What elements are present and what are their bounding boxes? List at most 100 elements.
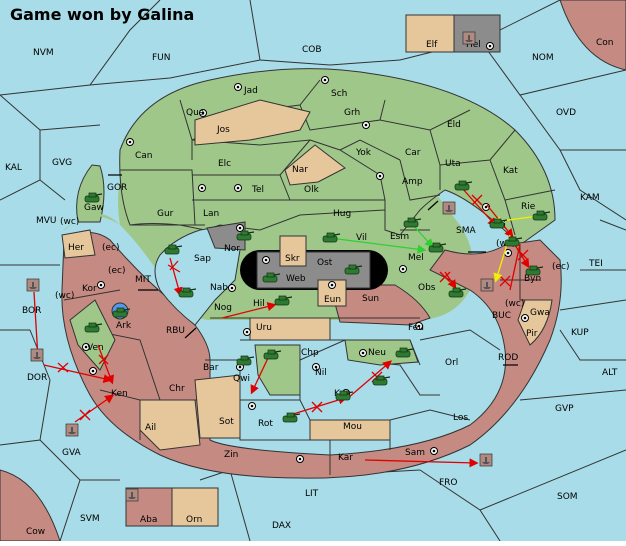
region-label: Hil <box>253 299 265 309</box>
region-label: Gaw <box>84 203 104 213</box>
region-label: GVP <box>555 404 574 414</box>
region-labels: NVM FUN COB NOM Con Elf Hel KAL GVG OVD … <box>5 38 618 537</box>
region-label: (wc) <box>55 291 74 301</box>
region-label: Rie <box>521 202 536 212</box>
region-label: Gwa <box>530 308 550 318</box>
region-label: Kar <box>338 453 353 463</box>
region-label: SMA <box>456 226 476 236</box>
region-label: Sam <box>405 448 425 458</box>
region-label: Yok <box>355 148 372 158</box>
region-label: Sap <box>194 254 211 264</box>
region-label: Car <box>405 148 421 158</box>
region-label: Chr <box>169 384 185 394</box>
region-label: Olk <box>304 185 320 195</box>
region-label: Ven <box>87 343 104 353</box>
region-label: Con <box>596 38 614 48</box>
passage-arrows <box>108 174 518 366</box>
region-label: Hug <box>333 209 351 219</box>
region-label: Ken <box>111 389 128 399</box>
region-label: Zin <box>224 450 238 460</box>
region-label: Vil <box>356 233 367 243</box>
region-label: DAX <box>272 521 291 531</box>
region-label: (ec) <box>108 266 126 276</box>
region-label: RBU <box>166 326 185 336</box>
region-label: (wc) <box>60 217 79 227</box>
region-label: Eld <box>447 120 461 130</box>
region-label: Sch <box>331 89 347 99</box>
region-label: Aba <box>140 515 157 525</box>
region-label: (ec) <box>552 262 570 272</box>
region-label: OVD <box>556 108 576 118</box>
region-label: Nab <box>210 283 228 293</box>
region-label: DOR <box>27 373 47 383</box>
region-label: Obs <box>418 283 436 293</box>
region-label: Hel <box>466 40 481 50</box>
region-label: Qua <box>186 108 204 118</box>
region-label: Orn <box>186 515 202 525</box>
region-label: BOR <box>22 306 41 316</box>
region-label: Jos <box>216 125 230 135</box>
region-label: KAM <box>580 193 600 203</box>
region-label: Can <box>135 151 153 161</box>
region-elf[interactable] <box>405 14 455 53</box>
region-label: Qwi <box>233 374 250 384</box>
region-label: Los <box>453 413 468 423</box>
region-label: Pir <box>526 329 538 339</box>
region-label: MVU <box>36 216 57 226</box>
game-title: Game won by Galina <box>10 5 194 24</box>
region-label: Web <box>286 274 306 284</box>
region-label: Tel <box>251 185 264 195</box>
region-label: Chp <box>301 348 319 358</box>
region-label: GVG <box>52 158 72 168</box>
region-label: COB <box>302 45 322 55</box>
region-label: Bar <box>203 363 219 373</box>
region-label: FUN <box>152 53 171 63</box>
region-label: ROD <box>498 353 518 363</box>
region-label: (ec) <box>102 243 120 253</box>
region-label: Mel <box>408 253 424 263</box>
region-label: Orl <box>445 358 458 368</box>
region-label: Nil <box>315 368 327 378</box>
region-label: Elf <box>426 40 438 50</box>
region-label: Nog <box>214 303 232 313</box>
region-label: TEI <box>588 259 603 269</box>
region-label: Amp <box>402 177 423 187</box>
region-label: ALT <box>602 368 618 378</box>
move-arrows <box>33 187 539 468</box>
region-label: Cow <box>26 527 45 537</box>
region-label: LIT <box>305 489 319 499</box>
region-label: Uta <box>445 159 461 169</box>
region-label: SOM <box>557 492 578 502</box>
region-label: Ost <box>317 258 333 268</box>
region-label: Ail <box>145 423 156 433</box>
region-label: Uru <box>256 323 272 333</box>
region-label: Skr <box>285 254 300 264</box>
region-label: Her <box>68 243 84 253</box>
region-nor[interactable] <box>206 221 246 251</box>
region-skr[interactable] <box>279 235 307 267</box>
region-label: BUC <box>492 311 511 321</box>
region-label: Mou <box>343 422 362 432</box>
region-label: GVA <box>62 448 82 458</box>
region-label: FRO <box>439 478 458 488</box>
region-label: (wc) <box>505 299 524 309</box>
region-label: Jad <box>243 86 258 96</box>
region-label: KAL <box>5 163 22 173</box>
region-label: NOM <box>532 53 554 63</box>
region-label: KUP <box>571 328 589 338</box>
region-label: Lan <box>203 209 219 219</box>
region-label: Kat <box>503 166 518 176</box>
region-label: Gur <box>157 209 174 219</box>
region-label: Byn <box>524 274 541 284</box>
region-label: Rot <box>258 419 273 429</box>
supply-centers <box>82 42 529 463</box>
region-label: Nar <box>292 165 308 175</box>
region-label: NVM <box>33 48 54 58</box>
region-label: Neu <box>368 348 386 358</box>
region-label: Feu <box>408 323 424 333</box>
region-label: Grh <box>344 108 360 118</box>
region-orn[interactable] <box>171 487 219 527</box>
